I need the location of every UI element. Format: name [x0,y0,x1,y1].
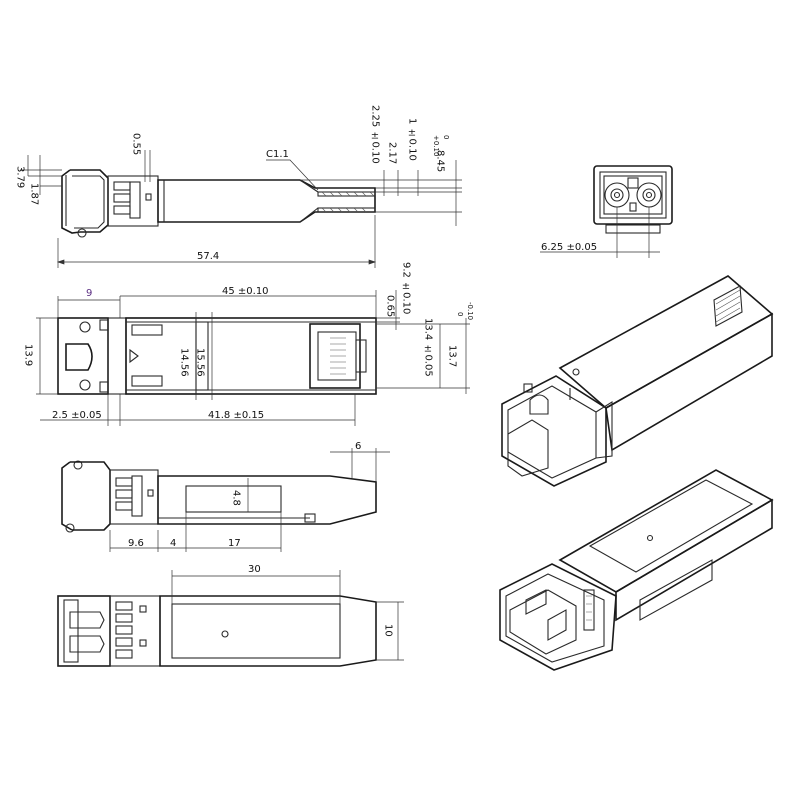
dim-6: 6 [355,441,361,452]
dim-8-45-upper-tol: +0.10 [432,135,440,156]
dim-2-5: 2.5 ±0.05 [52,410,102,421]
top-profile-view: 3.79 1.87 0.55 C1.1 2.25 ±0.10 2.17 1 ±0… [15,105,462,268]
isometric-view-lower [499,469,774,671]
dim-3-79: 3.79 [15,166,26,188]
dim-2-17: 2.17 [387,142,398,164]
dim-17: 17 [228,538,241,549]
dim-14-56: 14.56 [179,348,190,377]
isometric-view-upper [501,275,774,487]
label-c1-1: C1.1 [266,149,289,160]
dim-8-45: 8.45 [435,150,446,172]
dim-13-7-upper-tol: 0 [456,312,464,316]
dim-30: 30 [248,564,261,575]
dim-15-56: 15.56 [195,348,206,377]
dim-0-65: 0.65 [385,295,396,317]
dim-45: 45 ±0.10 [222,286,269,297]
dim-0-55: 0.55 [131,133,142,155]
plan-view: 9 45 ±0.10 0.65 9.2 ±0.10 13.9 14.56 15.… [23,262,474,426]
dim-13-4: 13.4 ±0.05 [423,318,434,377]
dim-6-25: 6.25 ±0.05 [541,242,597,253]
dim-9-6: 9.6 [128,538,144,549]
dim-10: 10 [383,624,394,637]
dim-9: 9 [86,288,92,299]
dim-13-7: 13.7 [447,345,458,367]
dim-57-4: 57.4 [197,251,219,262]
end-view: 6.25 ±0.05 [540,165,673,258]
dim-1-0-10: 1 ±0.10 [407,118,418,161]
dim-13-9: 13.9 [23,344,34,366]
dim-9-2: 9.2 ±0.10 [401,262,412,314]
dim-41-8: 41.8 ±0.15 [208,410,264,421]
dim-2-25: 2.25 ±0.10 [370,105,381,164]
side-view: 6 4.8 9.6 4 17 [61,441,390,552]
bottom-view: 30 10 [57,564,404,667]
dim-4-8: 4.8 [231,490,242,506]
dim-8-45-lower-tol: 0 [442,135,450,139]
dim-1-87: 1.87 [29,183,40,205]
dim-13-7-lower-tol: -0.10 [466,302,474,320]
dim-4: 4 [170,538,176,549]
